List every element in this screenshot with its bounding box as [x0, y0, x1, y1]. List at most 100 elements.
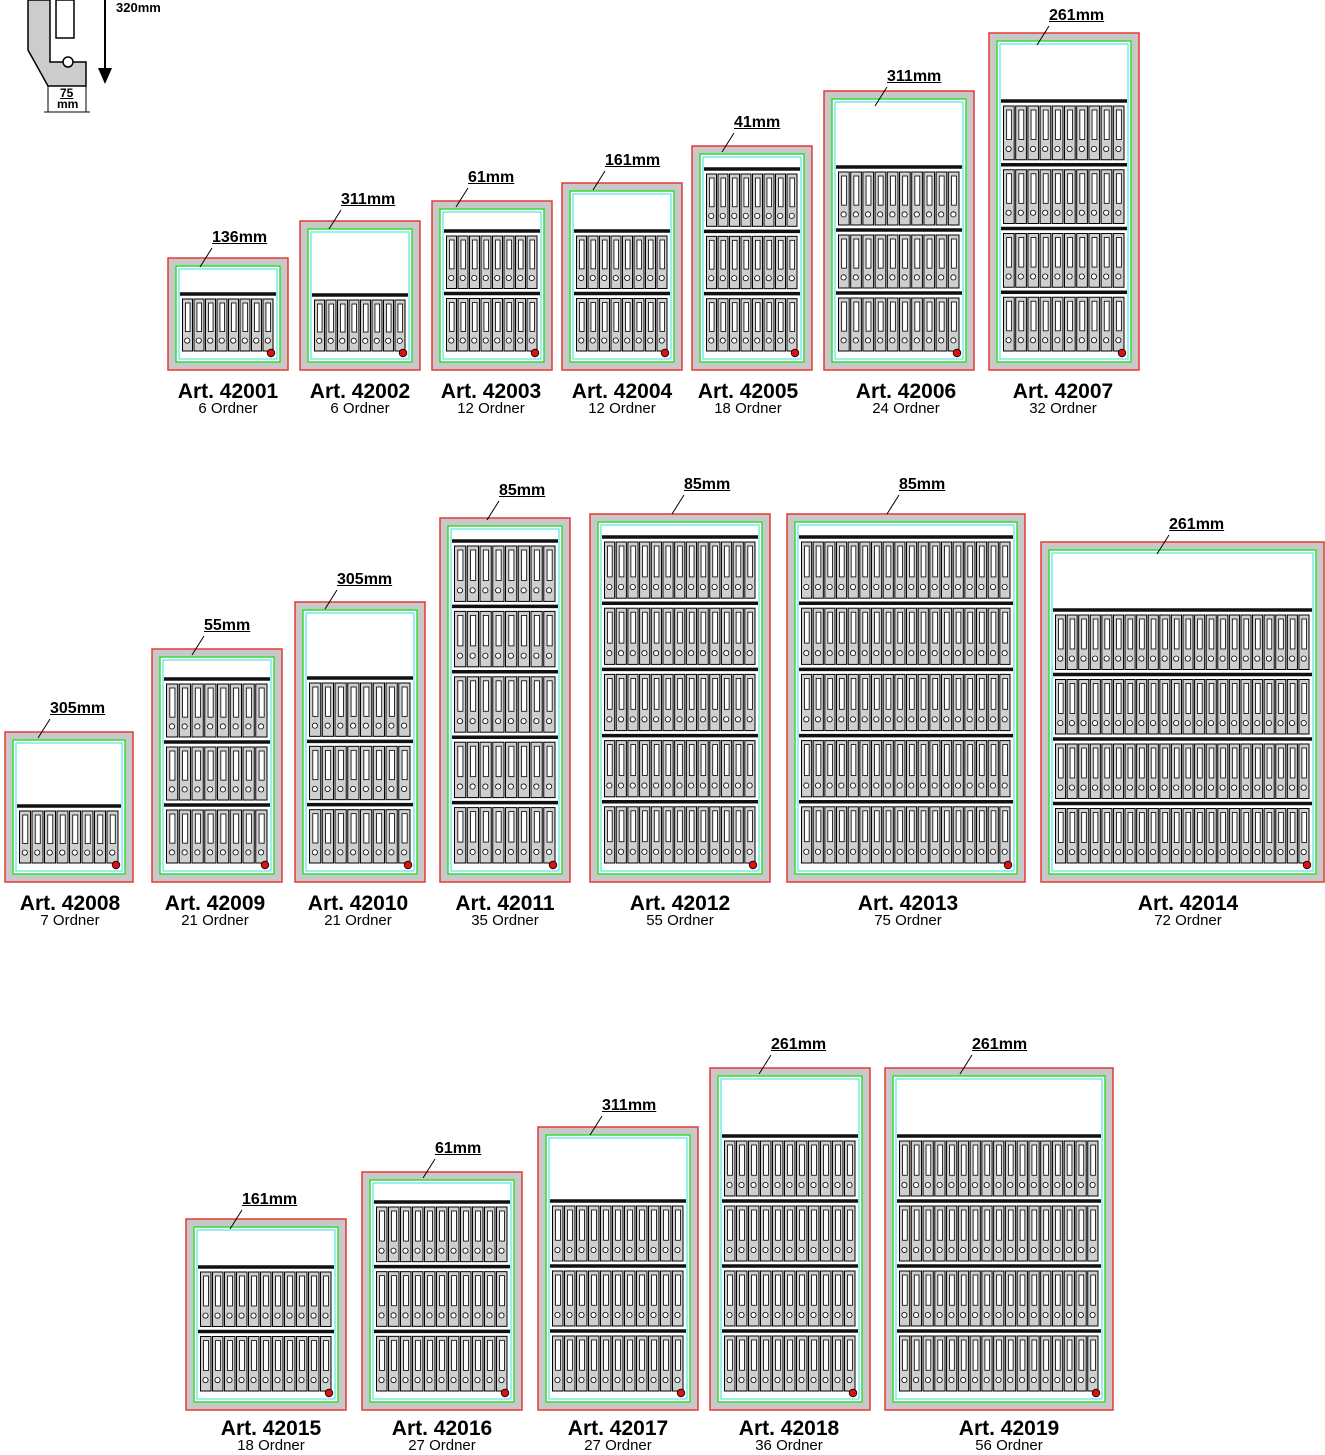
binder-ring [913, 1377, 920, 1384]
binder-label [363, 303, 369, 333]
binder-label [521, 549, 528, 581]
binder-ring [990, 650, 997, 657]
article-number: Art. 42011 [455, 892, 555, 915]
binder-ring [507, 848, 514, 855]
binder-label [1162, 683, 1168, 714]
binder-label [727, 1339, 733, 1371]
binder-ring [885, 848, 892, 855]
binder-ring [711, 848, 718, 855]
binder-label [955, 810, 962, 843]
binder-ring [1091, 209, 1098, 216]
binder-ring [966, 782, 973, 789]
binder-label [508, 811, 515, 843]
binder-label [1266, 683, 1273, 714]
binder-ring [362, 849, 369, 856]
binder-label [709, 302, 715, 332]
binder-ring [653, 650, 660, 657]
binder-ring [955, 716, 962, 723]
binder-ring [1091, 273, 1098, 280]
binder-ring [262, 1377, 269, 1384]
binder-ring [337, 722, 344, 729]
article-number: Art. 42003 [440, 380, 542, 403]
binder-ring [375, 786, 382, 793]
lock-dot [676, 1388, 686, 1398]
binder-ring [777, 275, 784, 282]
binder-ring [711, 650, 718, 657]
binder-ring [873, 650, 880, 657]
binder-capacity: 6 Ordner [330, 400, 390, 417]
binder-label [659, 239, 665, 270]
binder-label [747, 744, 753, 776]
binder-ring [731, 337, 738, 344]
binder-label [815, 545, 822, 578]
binder-ring [482, 718, 489, 725]
binder-label [949, 1339, 955, 1371]
binder-ring [1042, 1377, 1049, 1384]
binder-ring [1078, 145, 1085, 152]
binder-ring [316, 337, 323, 344]
binder-ring [850, 848, 857, 855]
binder-ring [1080, 655, 1087, 662]
binder-ring [1066, 273, 1073, 280]
binder-label [1116, 747, 1122, 779]
binder-ring [931, 782, 938, 789]
binder-ring [742, 212, 749, 219]
binder-label [602, 239, 608, 270]
binder-ring [448, 337, 455, 344]
binder-ring [482, 337, 489, 344]
binder-label [885, 611, 892, 644]
binder-label [1069, 747, 1076, 779]
article-number: Art. 42010 [307, 892, 409, 915]
binder-label [1078, 1144, 1085, 1176]
binder-label [495, 549, 502, 581]
binder-ring [337, 849, 344, 856]
binder-label [1266, 812, 1273, 843]
binder-ring [664, 650, 671, 657]
safe-inner-line [305, 612, 415, 872]
binder-label [475, 1339, 481, 1371]
binder-ring [1077, 1377, 1084, 1384]
binder-ring [873, 716, 880, 723]
binder-label [1197, 683, 1203, 714]
binder-ring [1300, 720, 1307, 727]
binder-ring [602, 1312, 609, 1319]
binder-label [1255, 812, 1261, 843]
binder-label [847, 1339, 853, 1371]
binder-ring [324, 849, 331, 856]
binder-label [1018, 173, 1025, 204]
binder-label [766, 177, 772, 208]
binder-ring [507, 587, 514, 594]
binder-ring [1254, 849, 1261, 856]
binder-ring [943, 583, 950, 590]
binder-label [1043, 1144, 1049, 1176]
binder-ring [1005, 273, 1012, 280]
binder-ring [388, 849, 395, 856]
binder-ring [1196, 784, 1203, 791]
binder-label [823, 1274, 829, 1306]
binder-label [677, 810, 683, 843]
binder-ring [59, 849, 66, 856]
binder-ring [901, 1377, 908, 1384]
binder-label [1066, 1339, 1073, 1371]
safe-inner-line [196, 1229, 336, 1400]
binder-label [506, 239, 512, 270]
binder-ring [873, 583, 880, 590]
binder-ring [554, 1377, 561, 1384]
binder-label [1289, 747, 1296, 779]
binder-capacity: 55 Ordner [646, 912, 714, 929]
binder-label [403, 1210, 409, 1242]
binder-label [763, 1144, 769, 1176]
binder-label [475, 1210, 481, 1242]
binder-label [521, 615, 528, 647]
binder-label [533, 615, 540, 647]
article-number: Art. 42015 [220, 1417, 322, 1440]
binder-label [763, 1274, 769, 1306]
binder-ring [1019, 1247, 1026, 1254]
binder-label [700, 678, 707, 710]
binder-label [1042, 109, 1049, 140]
binder-label [984, 1339, 990, 1371]
binder-label [376, 813, 383, 844]
safe-7 [988, 25, 1140, 371]
